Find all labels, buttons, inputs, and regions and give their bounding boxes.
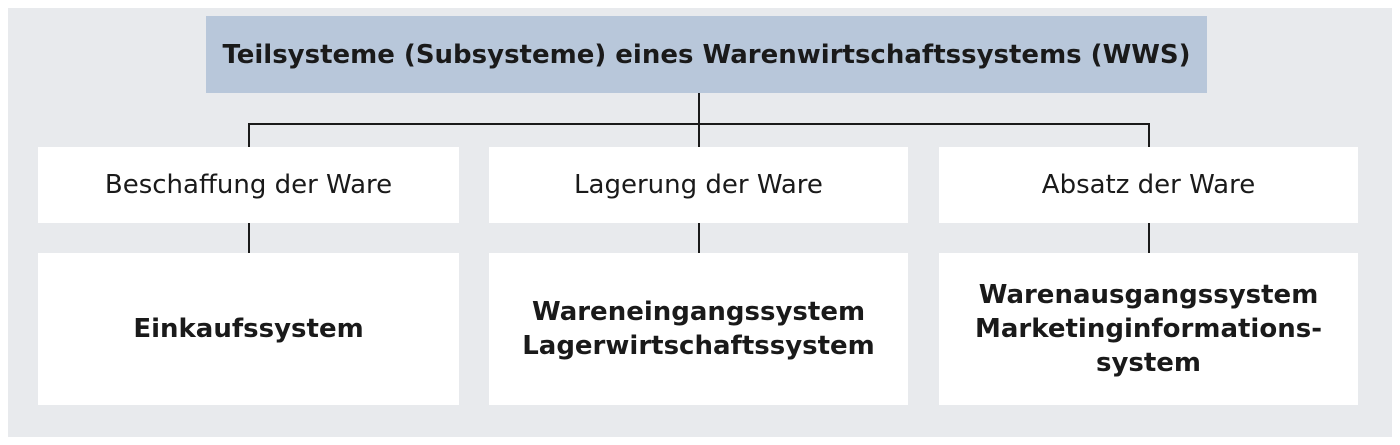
category-label: Absatz der Ware <box>1041 170 1256 200</box>
subsystem-name: Lagerwirtschaftssystem <box>522 331 875 361</box>
connector-cat-sys-col3 <box>1148 223 1150 253</box>
subsystem-name: system <box>1095 348 1202 378</box>
subsystem-name: Einkaufssystem <box>133 314 364 344</box>
category-box-beschaffung: Beschaffung der Ware <box>38 147 459 223</box>
connector-cat-sys-col1 <box>248 223 250 253</box>
diagram-title: Teilsysteme (Subsysteme) eines Warenwirt… <box>206 16 1207 93</box>
subsystem-name: Marketinginformations- <box>975 314 1322 344</box>
connector-down-col3 <box>1148 123 1150 155</box>
diagram-panel: Teilsysteme (Subsysteme) eines Warenwirt… <box>8 8 1392 437</box>
subsystem-box-beschaffung: Einkaufssystem <box>38 253 459 405</box>
subsystem-box-absatz: Warenausgangssystem Marketinginformation… <box>939 253 1358 405</box>
category-box-lagerung: Lagerung der Ware <box>489 147 908 223</box>
subsystem-box-lagerung: Wareneingangssystem Lagerwirtschaftssyst… <box>489 253 908 405</box>
category-label: Beschaffung der Ware <box>104 170 393 200</box>
connector-down-col1 <box>248 123 250 155</box>
category-box-absatz: Absatz der Ware <box>939 147 1358 223</box>
subsystem-name: Warenausgangssystem <box>978 280 1319 310</box>
connector-cat-sys-col2 <box>698 223 700 253</box>
category-label: Lagerung der Ware <box>574 170 823 200</box>
connector-down-col2 <box>698 123 700 155</box>
connector-title-vertical <box>698 93 700 125</box>
subsystem-name: Wareneingangssystem <box>531 297 866 327</box>
